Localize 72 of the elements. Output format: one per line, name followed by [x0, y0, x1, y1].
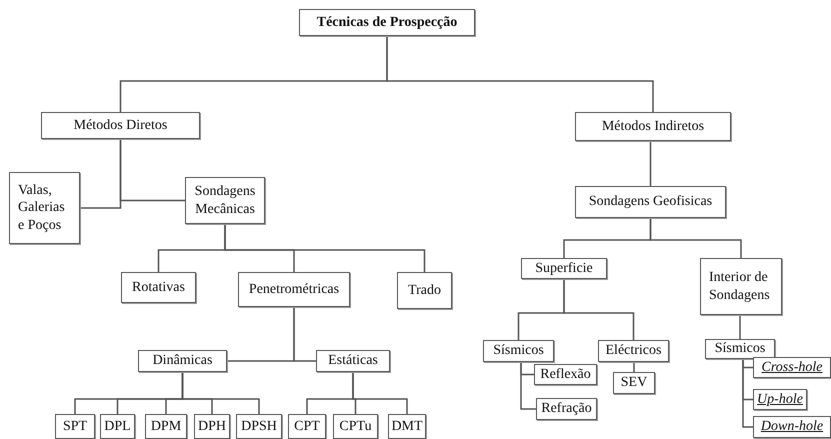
- node-label: Dinâmicas: [152, 352, 212, 370]
- category-box: [194, 414, 230, 439]
- node-label: Sondagens Mecânicas: [194, 183, 256, 218]
- node-label: CPT: [294, 418, 320, 436]
- category-box: [613, 372, 655, 394]
- category-box: [9, 172, 80, 244]
- node-label: Eléctricos: [606, 342, 662, 360]
- node-label: Sísmicos: [493, 342, 544, 360]
- category-box: [185, 177, 265, 224]
- category-box: [333, 414, 378, 439]
- node-label: Valas, Galerias e Poços: [18, 182, 66, 234]
- category-box: [753, 389, 807, 410]
- connector-line: [650, 141, 652, 186]
- connector-line: [352, 372, 408, 414]
- node-label: Estáticas: [328, 352, 378, 370]
- category-box: [55, 414, 95, 439]
- node-label: DPM: [150, 418, 182, 436]
- node-label: Interior de Sondagens: [709, 269, 771, 304]
- node-label: Reflexão: [540, 366, 591, 384]
- node-label: Sísmicos: [714, 340, 766, 358]
- connector-line: [742, 359, 753, 428]
- node-label: CPTu: [339, 418, 372, 436]
- node-label: Técnicas de Prospecção: [316, 14, 458, 32]
- category-box: [575, 186, 726, 218]
- node-label: SEV: [620, 374, 648, 392]
- category-box: [705, 339, 775, 359]
- connector-line: [182, 372, 260, 414]
- connector-line: [633, 362, 635, 372]
- category-box: [238, 272, 350, 307]
- node-label: Rotativas: [132, 278, 185, 296]
- node-label: Sondagens Geofisicas: [588, 193, 712, 211]
- category-box: [534, 364, 597, 385]
- category-box: [316, 350, 390, 372]
- node-label: DPH: [198, 418, 226, 436]
- node-label: DMT: [391, 418, 423, 436]
- category-box: [299, 9, 475, 36]
- category-box: [145, 414, 187, 439]
- connector-line: [293, 307, 316, 362]
- node-label: Refração: [541, 400, 592, 418]
- connector-line: [563, 279, 634, 340]
- category-box: [753, 416, 831, 438]
- category-box: [121, 272, 196, 303]
- category-box: [536, 398, 597, 420]
- node-label: Métodos Diretos: [74, 116, 168, 134]
- category-box: [700, 258, 782, 315]
- category-box: [521, 258, 607, 279]
- connector-line: [739, 315, 741, 339]
- node-label: Cross-hole: [762, 358, 822, 376]
- category-box: [236, 414, 282, 439]
- category-box: [397, 272, 452, 309]
- node-label: DPL: [104, 418, 131, 436]
- node-label: Superficie: [535, 260, 593, 278]
- category-box: [598, 340, 669, 362]
- node-label: Métodos Indiretos: [602, 118, 704, 136]
- connector-line: [520, 362, 536, 410]
- node-label: DPSH: [241, 418, 277, 436]
- node-label: Down-hole: [760, 418, 824, 436]
- node-label: Penetrométricas: [248, 280, 340, 298]
- category-box: [753, 357, 831, 378]
- connector-line: [386, 36, 654, 112]
- connector-line: [224, 224, 426, 272]
- category-box: [100, 414, 135, 439]
- connector-line: [120, 139, 185, 202]
- connector-line: [650, 218, 742, 258]
- node-label: Up-hole: [757, 390, 803, 408]
- category-box: [288, 414, 326, 439]
- node-label: Trado: [408, 282, 441, 300]
- category-box: [138, 350, 227, 372]
- category-box: [483, 340, 554, 362]
- node-label: SPT: [62, 418, 88, 436]
- category-box: [575, 112, 731, 141]
- category-box: [41, 112, 200, 139]
